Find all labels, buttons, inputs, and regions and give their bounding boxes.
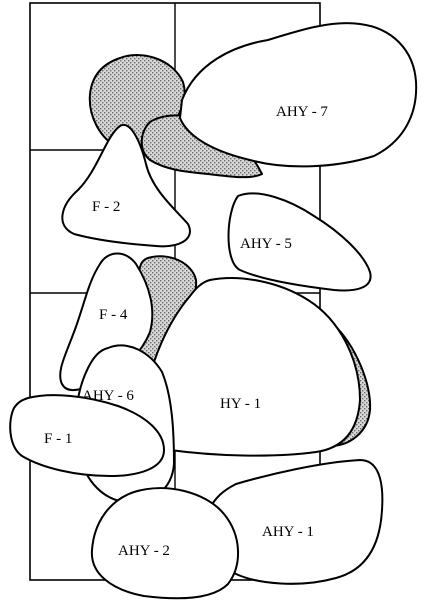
label-ahy-1: AHY - 1 bbox=[262, 524, 314, 540]
rock-hy-1: HY - 1 bbox=[144, 277, 361, 457]
label-f-4: F - 4 bbox=[99, 307, 128, 323]
label-f-1: F - 1 bbox=[44, 431, 72, 447]
label-ahy-2: AHY - 2 bbox=[118, 543, 170, 559]
rock-f-2-outline bbox=[61, 123, 191, 248]
label-hy-1: HY - 1 bbox=[220, 396, 261, 412]
rock-ahy-2: AHY - 2 bbox=[90, 487, 239, 600]
rock-ahy-7-outline bbox=[179, 22, 418, 168]
rock-f-2: F - 2 bbox=[61, 123, 191, 248]
label-ahy-5: AHY - 5 bbox=[240, 236, 292, 252]
rock-ahy-1: AHY - 1 bbox=[205, 459, 384, 585]
rock-ahy-7: AHY - 7 bbox=[179, 22, 418, 168]
rock-ahy-5: AHY - 5 bbox=[227, 192, 372, 292]
rock-f-1-outline bbox=[9, 394, 165, 477]
rock-hy-1-outline bbox=[144, 277, 361, 457]
rock-f-1: F - 1 bbox=[9, 394, 165, 477]
label-f-2: F - 2 bbox=[92, 199, 120, 215]
rock-ahy-2-outline bbox=[90, 487, 239, 600]
label-ahy-7: AHY - 7 bbox=[276, 104, 328, 120]
rock-ahy-5-outline bbox=[227, 192, 372, 292]
